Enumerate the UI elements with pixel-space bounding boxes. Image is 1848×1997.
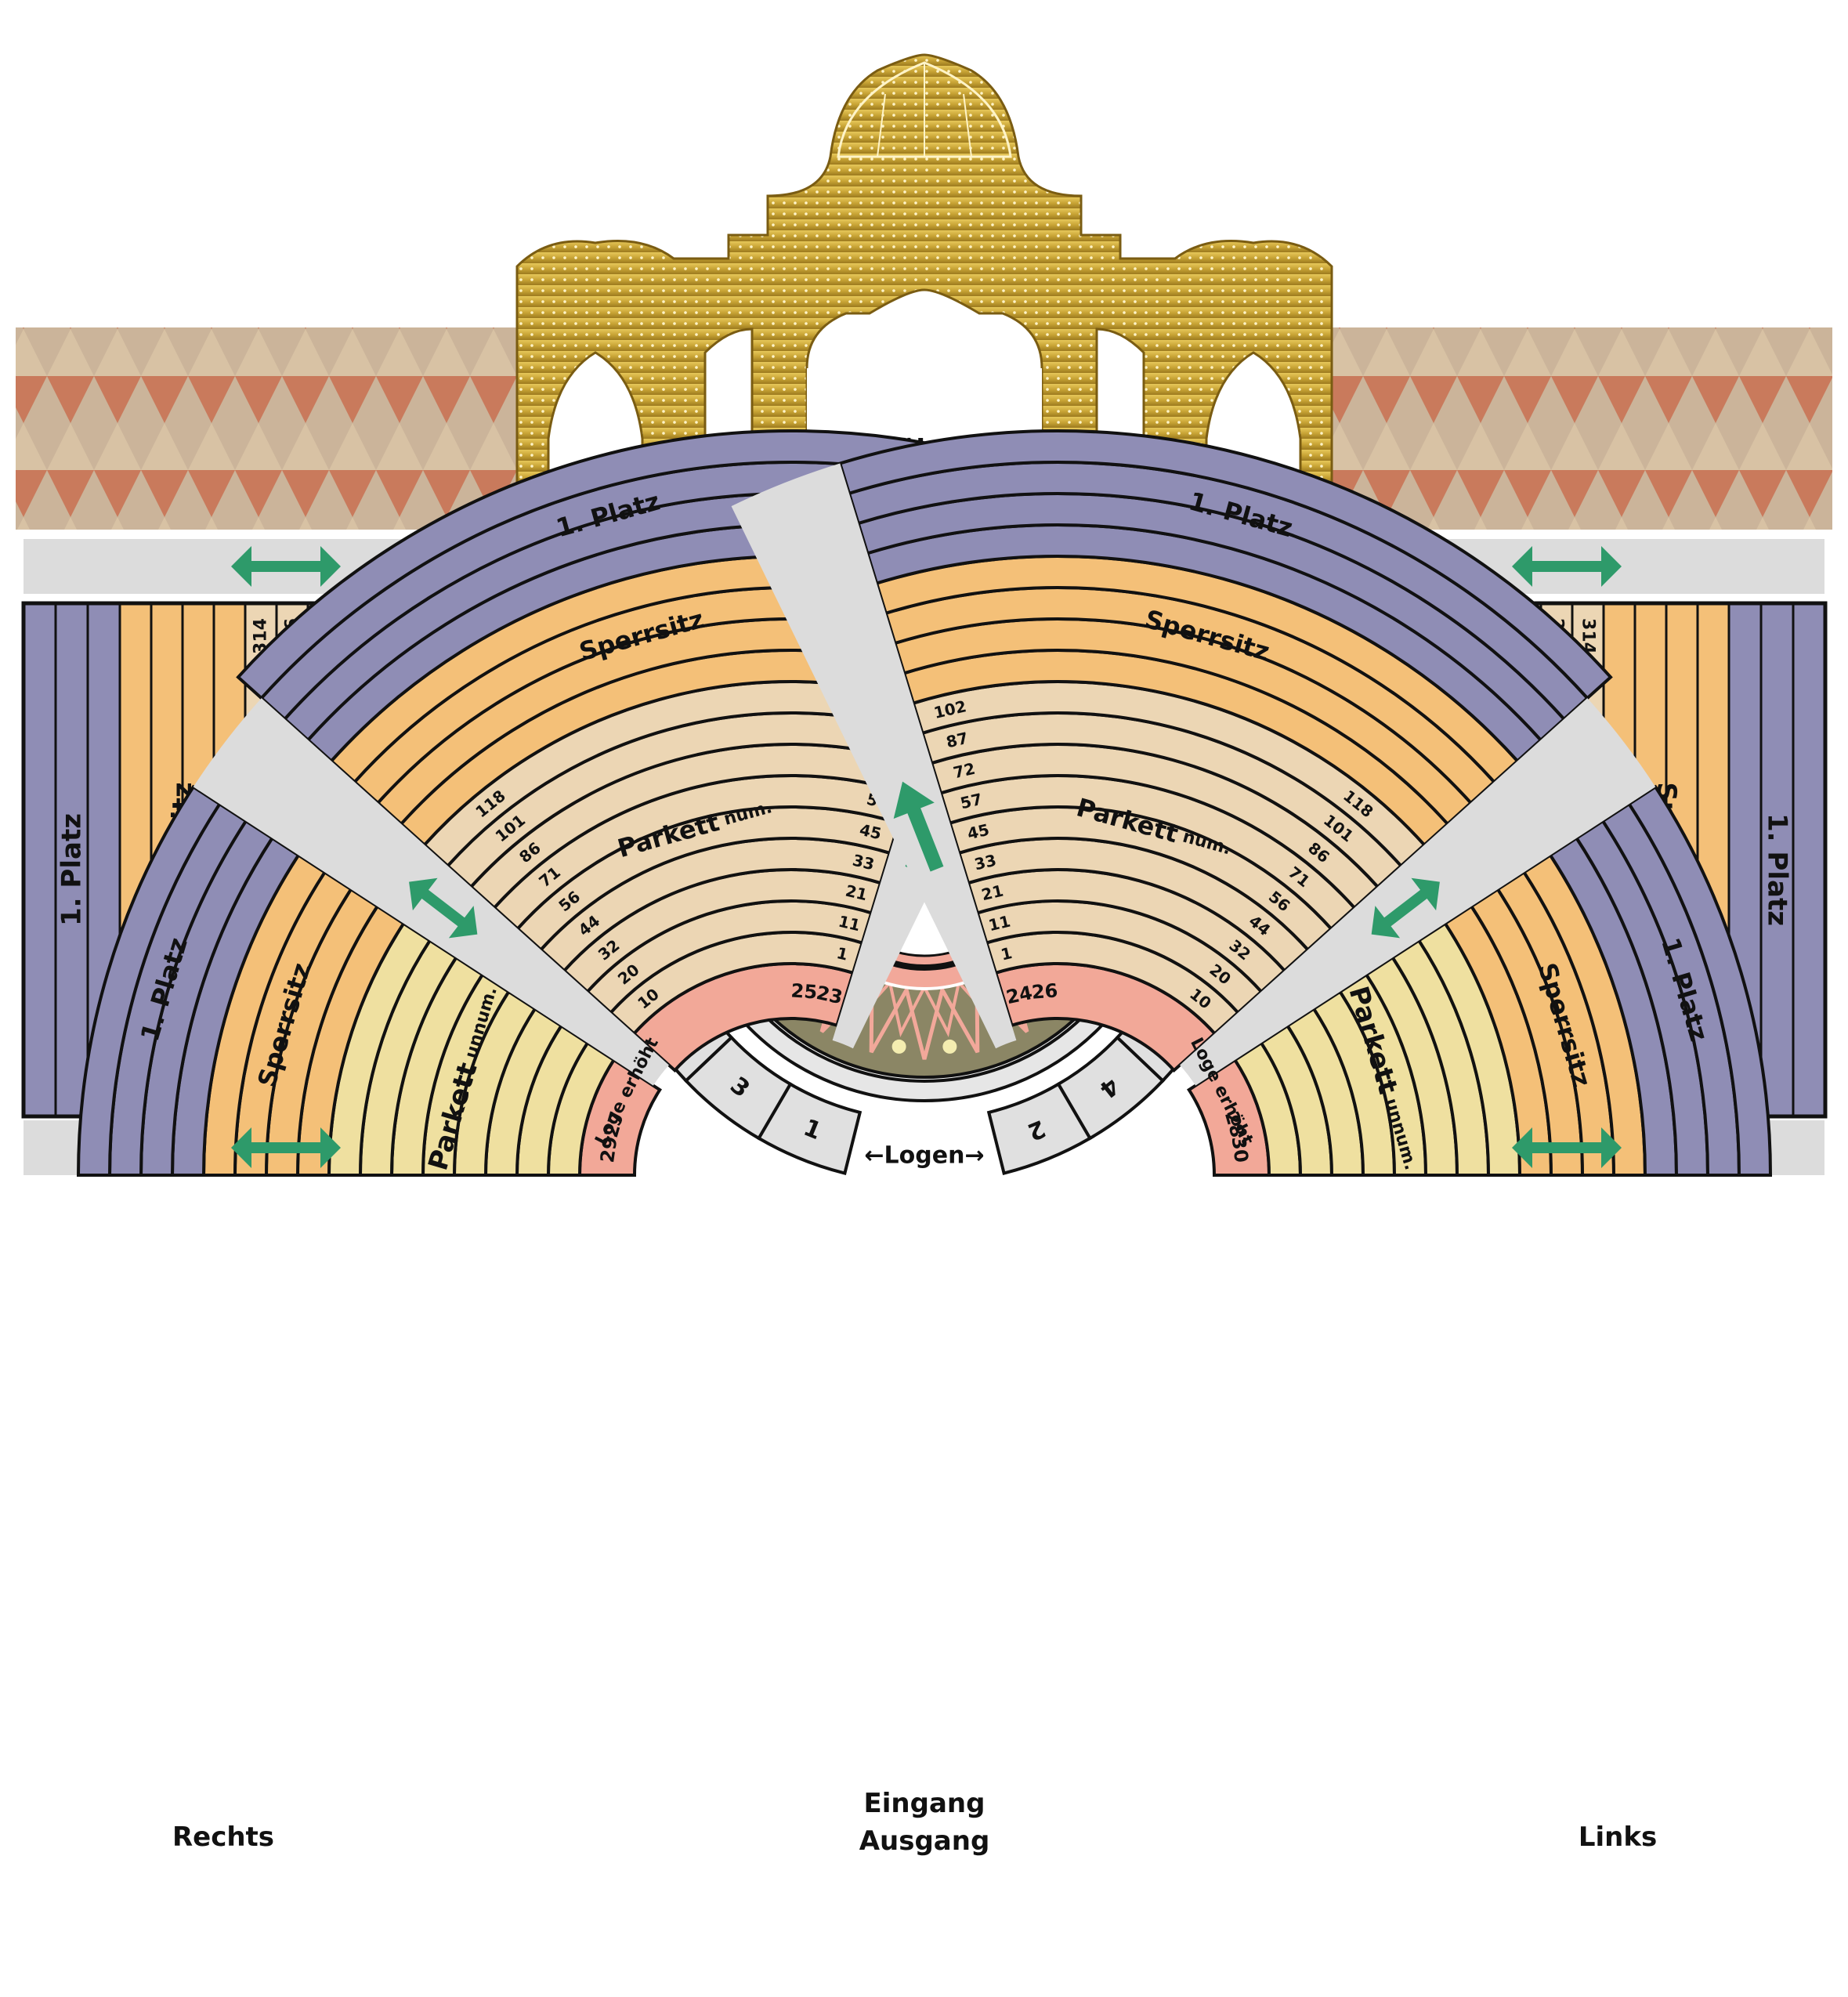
double-arrow-shape	[1512, 546, 1622, 587]
double-arrow-icon	[231, 546, 341, 587]
double-arrow-shape	[409, 877, 478, 939]
loge-number: 30	[1228, 1135, 1253, 1164]
double-arrow-icon	[409, 877, 478, 939]
first-class-row	[1626, 784, 1773, 1177]
first-class-label: 1. Platz	[56, 813, 88, 926]
sector-aisle	[1180, 698, 1656, 1086]
loge-number: 25	[790, 979, 818, 1003]
ring-dot	[891, 1039, 906, 1054]
sector-aisle	[193, 698, 669, 1086]
double-arrow-icon	[1371, 877, 1440, 939]
ring-box[interactable]	[986, 1082, 1093, 1175]
seat-number: 1	[835, 943, 850, 964]
right-backdrop	[1320, 327, 1832, 530]
entrance-label: Eingang	[864, 1788, 985, 1819]
ring-dot	[942, 1039, 957, 1054]
double-arrow-shape	[1512, 1127, 1622, 1168]
loge-number: 29	[596, 1135, 621, 1164]
seat-row-column	[1792, 602, 1827, 1118]
side-label-right: Links	[1579, 1822, 1657, 1853]
seat-row-column	[54, 602, 89, 1118]
ring-box[interactable]	[1056, 1035, 1166, 1141]
logen-label: ←Logen→	[864, 1142, 984, 1170]
double-arrow-icon	[231, 1127, 341, 1168]
double-arrow-shape	[231, 1127, 341, 1168]
first-class-row	[837, 429, 1613, 700]
seat-row-column	[22, 602, 57, 1118]
double-arrow-icon	[1512, 546, 1622, 587]
up-arrow-icon	[893, 781, 944, 872]
side-label-left: Rechts	[172, 1822, 274, 1853]
up-arrow-shape	[893, 781, 944, 872]
double-arrow-icon	[1512, 1127, 1622, 1168]
left-backdrop	[16, 327, 533, 530]
first-class-label: 1. Platz	[1762, 813, 1793, 926]
seat-number: 1	[999, 943, 1014, 964]
entrance-aisle	[731, 463, 1017, 1049]
loge-number: 23	[815, 982, 844, 1008]
exit-label: Ausgang	[859, 1825, 990, 1857]
loge-number: 24	[1004, 982, 1034, 1008]
double-arrow-shape	[231, 546, 341, 587]
double-arrow-shape	[1371, 877, 1440, 939]
loge-number: 26	[1031, 979, 1058, 1003]
